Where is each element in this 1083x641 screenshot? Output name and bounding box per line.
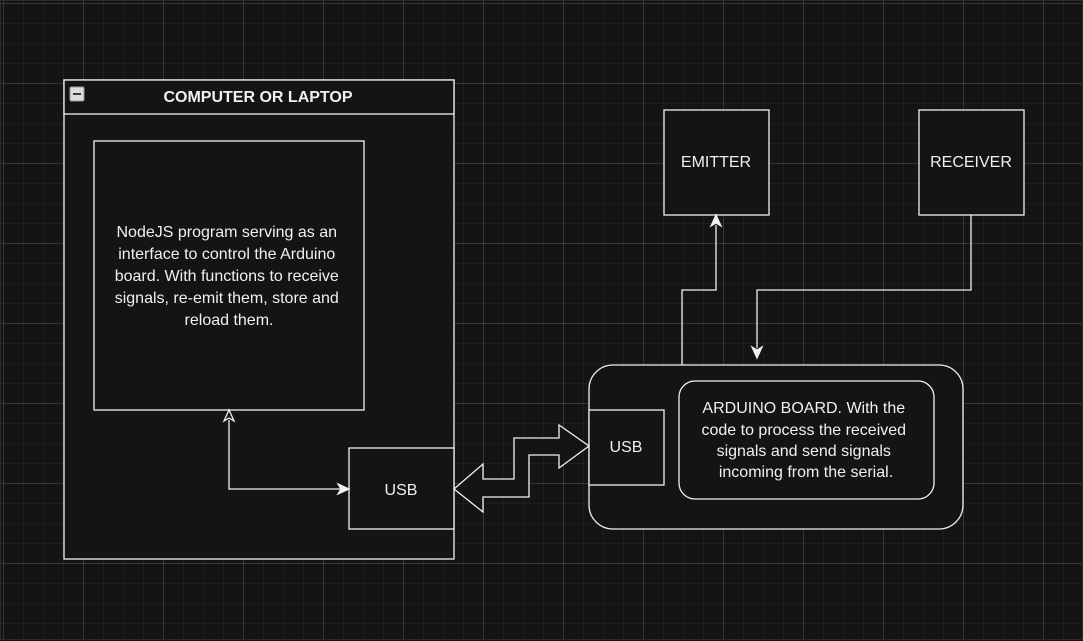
emitter-box (663, 109, 770, 216)
board-usb-box (588, 409, 665, 486)
nodejs-program-line: reload them. (185, 312, 274, 329)
computer-usb-label: USB (385, 482, 418, 499)
nodejs-program-line: interface to control the Arduino (118, 246, 335, 263)
receiver-label: RECEIVER (930, 154, 1012, 171)
arduino-board-line: ARDUINO BOARD. With the (702, 400, 905, 417)
program-usb-connector[interactable] (222, 408, 351, 496)
collapse-icon[interactable] (69, 86, 85, 102)
receiver-box (918, 109, 1025, 216)
arduino-board-node[interactable]: ARDUINO BOARD. With the code to process … (588, 364, 964, 530)
arrowhead-up-icon (709, 213, 723, 228)
board-usb-label: USB (610, 439, 643, 456)
arduino-emitter-connector[interactable] (681, 213, 723, 365)
arrowhead-right-icon (336, 482, 351, 496)
computer-container-title: COMPUTER OR LAPTOP (163, 89, 352, 106)
arrowhead-up-open-icon (222, 408, 236, 423)
computer-usb-box (348, 447, 455, 530)
double-arrow-icon (452, 423, 591, 514)
receiver-node[interactable]: RECEIVER (918, 109, 1025, 216)
arduino-board-text: ARDUINO BOARD. With the code to process … (701, 400, 910, 481)
arduino-board-line: incoming from the serial. (719, 464, 893, 481)
nodejs-program-line: NodeJS program serving as an (116, 224, 337, 241)
program-usb-connector-line (228, 420, 341, 490)
nodejs-program-line: signals, re-emit them, store and (115, 290, 339, 307)
nodejs-program-line: board. With functions to receive (115, 268, 339, 285)
nodejs-program-text: NodeJS program serving as an interface t… (115, 224, 344, 329)
usb-cable-double-arrow[interactable] (452, 423, 591, 514)
nodejs-program-node[interactable]: NodeJS program serving as an interface t… (93, 140, 365, 411)
arrowhead-down-icon (750, 345, 764, 360)
receiver-arduino-connector[interactable] (750, 215, 972, 360)
arduino-board-line: code to process the received (701, 422, 906, 439)
emitter-node[interactable]: EMITTER (663, 109, 770, 216)
arduino-emitter-connector-line (681, 225, 717, 365)
computer-usb-node[interactable]: USB (348, 447, 455, 530)
receiver-arduino-connector-line (756, 215, 972, 348)
emitter-label: EMITTER (681, 154, 751, 171)
arduino-board-inner (678, 380, 935, 500)
arduino-board-line: signals and send signals (717, 443, 891, 460)
computer-container-header (63, 79, 455, 115)
board-usb-node[interactable]: USB (588, 409, 665, 486)
nodejs-program-box (93, 140, 365, 411)
